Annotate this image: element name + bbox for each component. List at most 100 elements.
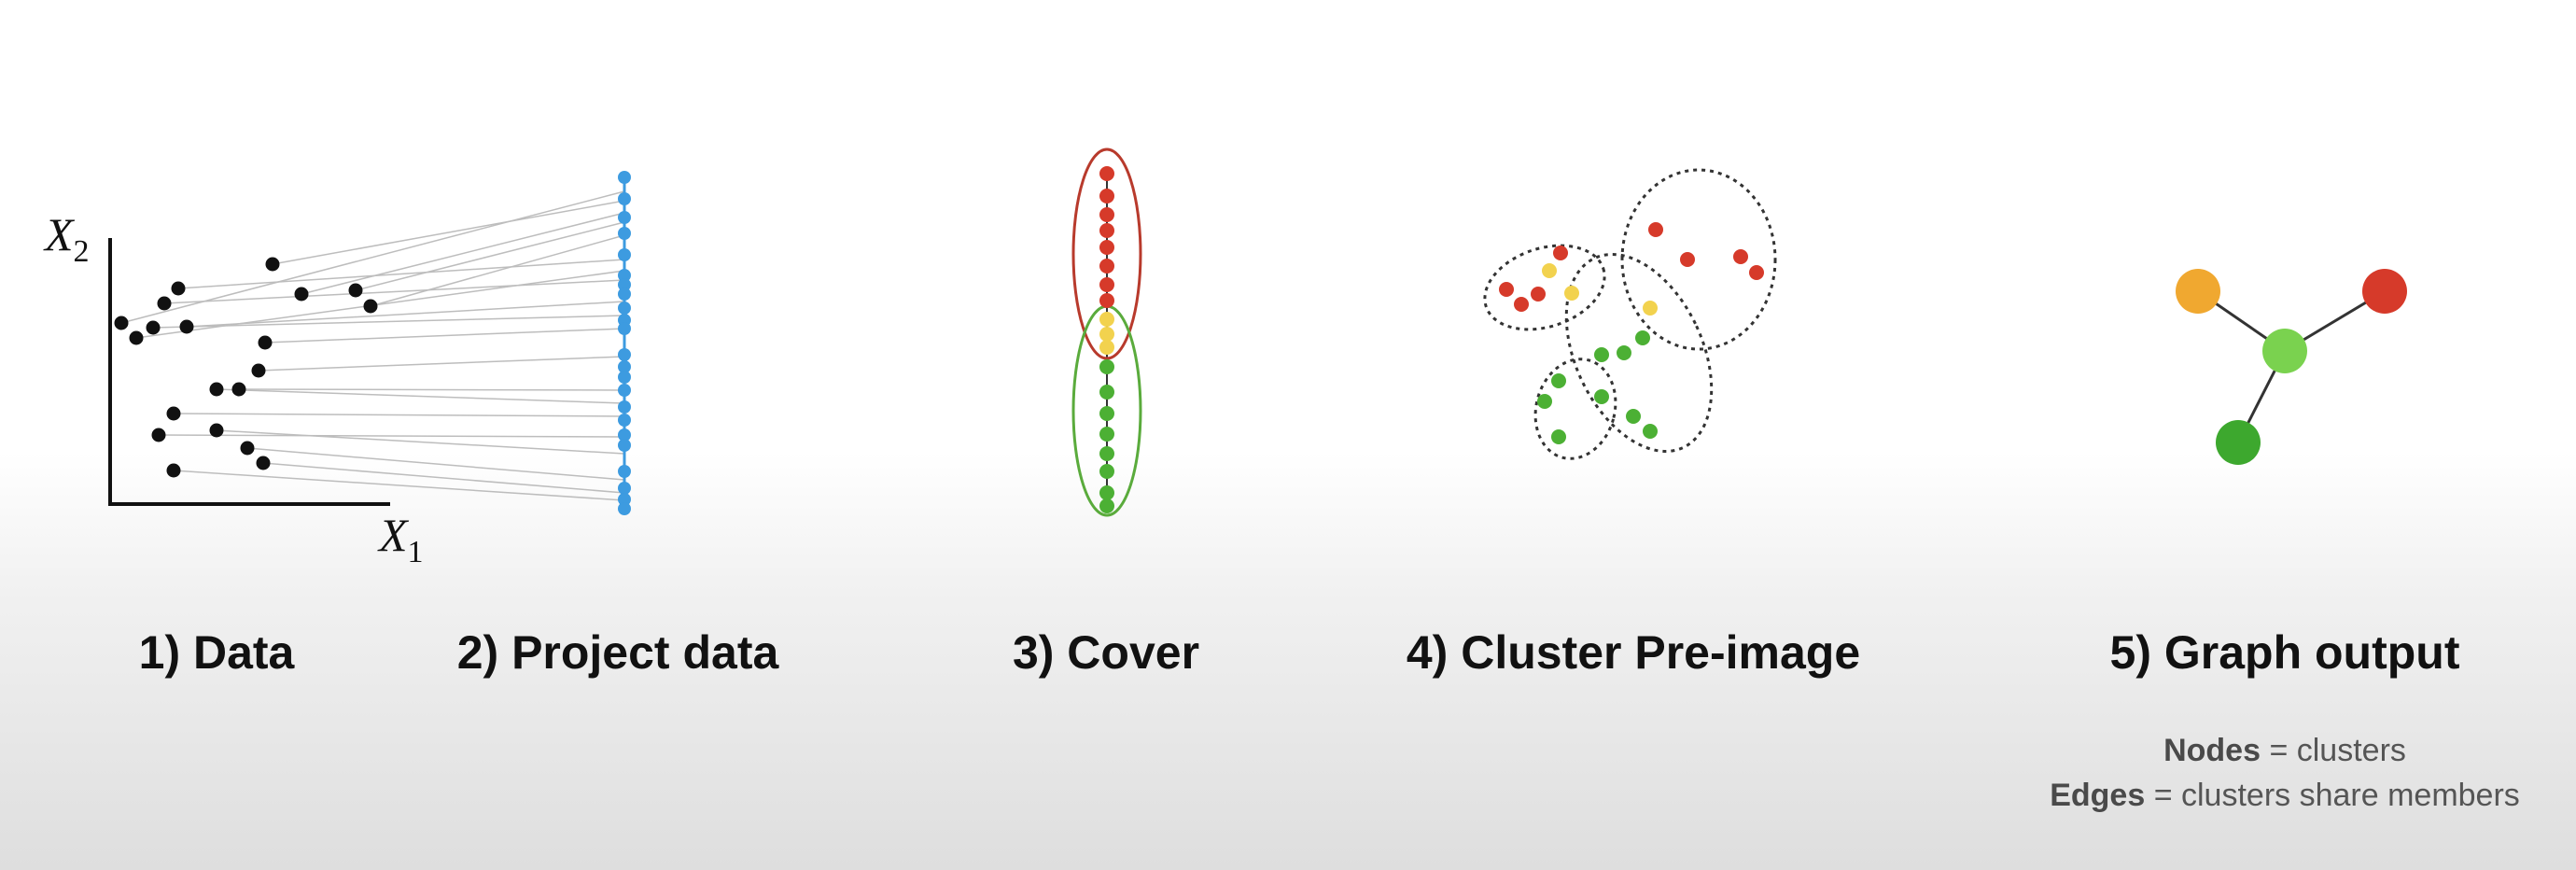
projected-point xyxy=(618,493,631,506)
graph-node-green xyxy=(2216,420,2261,465)
legend-nodes-line: Nodes = clusters xyxy=(2037,728,2532,773)
data-point xyxy=(157,296,172,311)
step-label-cover: 3) Cover xyxy=(1012,626,1200,679)
cluster-point-green xyxy=(1537,394,1552,409)
data-point xyxy=(166,463,181,478)
projected-point xyxy=(618,171,631,184)
projected-point xyxy=(618,192,631,205)
graph-node-orange xyxy=(2176,269,2220,314)
cover-point-red xyxy=(1099,277,1114,292)
cover-points xyxy=(1099,166,1114,513)
projection-line xyxy=(262,462,625,494)
panel-cluster-preimage xyxy=(1483,168,1777,460)
cluster-point-red xyxy=(1648,222,1663,237)
data-point xyxy=(209,382,224,397)
cover-point-red xyxy=(1099,293,1114,308)
projection-line xyxy=(173,413,625,417)
projection-line xyxy=(301,212,625,295)
projected-point xyxy=(618,371,631,384)
data-point xyxy=(151,428,166,442)
cluster-point-red xyxy=(1553,246,1568,260)
cover-point-red xyxy=(1099,189,1114,203)
cover-point-red xyxy=(1099,259,1114,274)
data-point xyxy=(231,382,246,397)
cover-interval-red xyxy=(1071,147,1142,360)
cluster-point-red xyxy=(1680,252,1695,267)
data-point xyxy=(179,319,194,334)
projected-point xyxy=(618,211,631,224)
projection-line xyxy=(272,200,625,265)
projected-point xyxy=(618,482,631,495)
data-point xyxy=(294,287,309,302)
cover-point-green xyxy=(1099,446,1114,461)
projection-line xyxy=(120,190,625,324)
projected-point xyxy=(618,322,631,335)
projection-line xyxy=(135,270,625,339)
projection-line xyxy=(186,301,625,328)
projected-point xyxy=(618,414,631,427)
projected-points xyxy=(618,171,631,515)
data-point xyxy=(251,363,266,378)
cluster-point-green xyxy=(1551,429,1566,444)
panel-cover xyxy=(1071,147,1142,517)
cluster-point-green xyxy=(1626,409,1641,424)
panel-graph-output xyxy=(2176,269,2407,465)
cluster-point-red xyxy=(1733,249,1748,264)
projected-point xyxy=(618,384,631,397)
projected-point xyxy=(618,360,631,373)
legend-nodes-desc: = clusters xyxy=(2269,733,2406,768)
projected-point xyxy=(618,278,631,291)
cover-point-red xyxy=(1099,223,1114,238)
projection-line xyxy=(216,388,625,404)
projection-lines xyxy=(120,190,625,501)
cluster-point-green xyxy=(1643,424,1658,439)
cluster-point-green xyxy=(1594,389,1609,404)
step-label-graph-output: 5) Graph output xyxy=(2109,626,2460,679)
cluster-point-yellow xyxy=(1542,263,1557,278)
data-points xyxy=(114,257,378,478)
cluster-point-red xyxy=(1531,287,1546,302)
projected-point xyxy=(618,302,631,315)
data-point xyxy=(256,456,271,470)
cluster-point-green xyxy=(1594,347,1609,362)
y-axis-label: X2 xyxy=(43,208,90,269)
panel-data: X2 X1 xyxy=(43,171,631,569)
data-point xyxy=(348,283,363,298)
cover-point-overlap xyxy=(1099,327,1114,342)
projected-point xyxy=(618,348,631,361)
cover-point-green xyxy=(1099,385,1114,400)
cluster-point-yellow xyxy=(1564,286,1579,301)
cluster-outline xyxy=(1533,358,1617,460)
cover-point-overlap xyxy=(1099,340,1114,355)
cluster-outline xyxy=(1564,253,1714,453)
projected-point xyxy=(618,400,631,414)
projected-point xyxy=(618,439,631,452)
cover-point-green xyxy=(1099,427,1114,442)
cover-point-green xyxy=(1099,485,1114,500)
data-point xyxy=(209,423,224,438)
projection-line xyxy=(355,221,625,291)
x-axis-label: X1 xyxy=(377,509,424,569)
data-point xyxy=(258,335,273,350)
cluster-point-red xyxy=(1749,265,1764,280)
data-point xyxy=(265,257,280,272)
projection-line xyxy=(370,234,625,307)
projection-line xyxy=(216,429,625,455)
projected-point xyxy=(618,502,631,515)
graph-node-red xyxy=(2362,269,2407,314)
cover-point-green xyxy=(1099,406,1114,421)
projected-point xyxy=(618,288,631,301)
cluster-point-yellow xyxy=(1643,301,1658,316)
cluster-points xyxy=(1499,222,1764,444)
data-point xyxy=(146,320,161,335)
data-point xyxy=(171,281,186,296)
projection-line xyxy=(163,279,625,304)
projected-point xyxy=(618,465,631,478)
cover-point-green xyxy=(1099,359,1114,374)
data-point xyxy=(363,299,378,314)
projection-line xyxy=(258,356,625,372)
cluster-point-red xyxy=(1514,297,1529,312)
cover-point-red xyxy=(1099,240,1114,255)
